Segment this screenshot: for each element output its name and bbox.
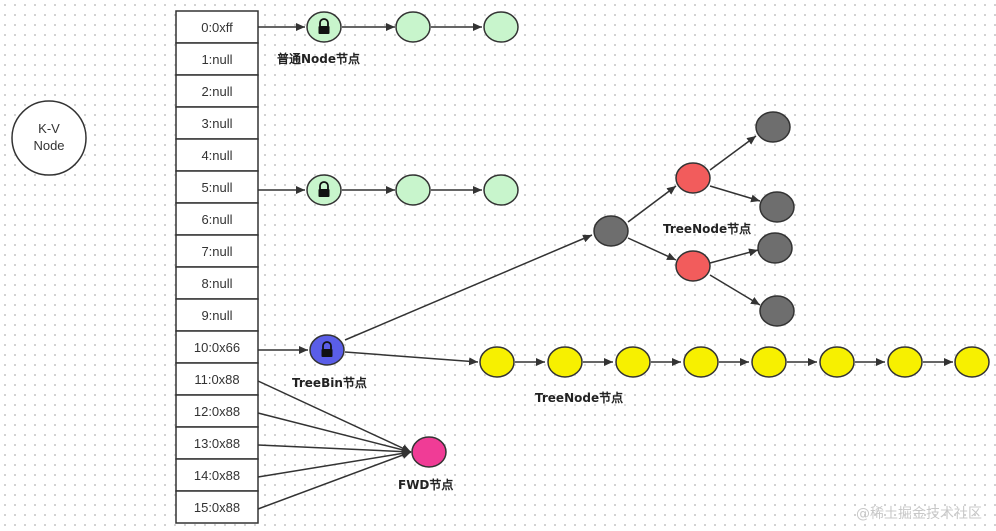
edge-slot13-fwd [257,444,412,456]
table-slot-14 [175,458,259,492]
table-slot-12 [175,394,259,428]
table-slot-label: 7:null [201,244,232,259]
tree-red-node [675,250,711,282]
table-slot-label: 10:0x66 [194,340,240,355]
tree-red-node [675,162,711,194]
table-slot-9 [175,298,259,332]
table-slot-2 [175,74,259,108]
red-black-tree [593,111,795,327]
edge-treebin-root [344,234,593,341]
label-treebin: TreeBin节点 [292,375,367,390]
edge-slot14-fwd [257,449,412,478]
tree-leaf-node [759,191,795,223]
normal-node [483,11,519,43]
list-node [615,346,651,378]
table-slot-0 [175,10,259,44]
tree-leaf-node [755,111,791,143]
hash-table: 0:0xff 1:null 2:null 3:null 4:null 5:null 6:nu… [175,10,259,524]
table-slot-label: 2:null [201,84,232,99]
table-slot-label: 1:null [201,52,232,67]
edge-slot12-fwd [257,412,412,454]
kv-node-circle [11,100,87,176]
treenode-list [479,346,990,378]
edge-root-red2 [627,237,677,261]
list-node [751,346,787,378]
tree-root-node [593,215,629,247]
treebin [309,334,345,366]
edge-slot11-fwd [257,380,412,453]
table-slot-label: 0:0xff [201,20,233,35]
table-slot-6 [175,202,259,236]
tree-leaf-node [759,295,795,327]
watermark: @稀土掘金技术社区 [856,506,982,522]
label-normal-node: 普通Node节点 [277,51,360,66]
table-slot-label: 13:0x88 [194,436,240,451]
table-slot-label: 6:null [201,212,232,227]
list-node [547,346,583,378]
kv-node-label-2: Node [33,138,64,153]
fwd-node [411,436,447,468]
table-slot-1 [175,42,259,76]
table-slot-15 [175,490,259,524]
edges [257,23,953,510]
kv-node-legend: K-V Node [11,100,87,176]
table-slot-label: 11:0x88 [194,372,239,387]
table-slot-label: 4:null [201,148,232,163]
table-slot-label: 14:0x88 [194,468,240,483]
table-slot-label: 15:0x88 [194,500,240,515]
table-slot-label: 5:null [201,180,232,195]
table-slot-8 [175,266,259,300]
list-node [819,346,855,378]
normal-node [395,11,431,43]
normal-node [483,174,519,206]
chain-row-0 [306,11,519,43]
chain-row-5 [306,174,519,206]
tree-leaf-node [757,232,793,264]
table-slot-13 [175,426,259,460]
table-slot-7 [175,234,259,268]
edge-red1-leaf1 [709,135,757,171]
list-node [683,346,719,378]
label-treenode-tree: TreeNode节点 [663,221,751,236]
edge-slot15-fwd [257,451,412,510]
edge-treebin-list [344,351,479,366]
edge-root-red1 [627,185,677,223]
list-node [954,346,990,378]
normal-node [395,174,431,206]
label-treenode-list: TreeNode节点 [535,390,623,405]
label-fwd: FWD节点 [398,477,453,492]
list-node [479,346,515,378]
table-slot-label: 3:null [201,116,232,131]
list-node [887,346,923,378]
table-slot-label: 8:null [201,276,232,291]
table-slot-label: 9:null [201,308,232,323]
edge-red2-leaf4 [709,274,761,306]
table-slot-11 [175,362,259,396]
edge-red2-leaf3 [709,248,759,264]
edge-red1-leaf2 [709,185,761,203]
kv-node-label-1: K-V [38,121,60,136]
table-slot-label: 12:0x88 [194,404,240,419]
